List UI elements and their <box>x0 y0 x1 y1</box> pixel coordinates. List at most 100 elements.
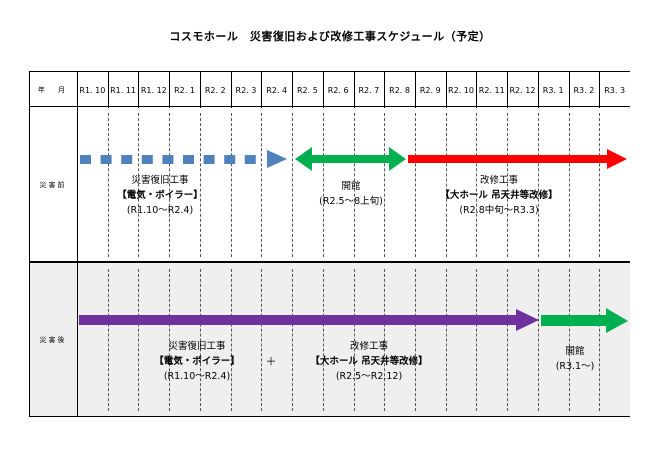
after-renovate-detail: 【大ホール 吊天井等改修】 <box>310 356 428 367</box>
month-divider <box>107 269 109 411</box>
month-divider <box>507 269 509 411</box>
month-divider <box>261 113 263 257</box>
month-header: R2. 2 <box>204 85 226 95</box>
month-divider <box>138 113 140 257</box>
after-row-label: 災害後 <box>39 336 67 344</box>
month-divider <box>384 113 386 257</box>
schedule-arrows <box>79 147 628 333</box>
month-divider <box>169 269 171 411</box>
month-divider <box>476 269 478 411</box>
restore-dash-segment <box>162 155 174 164</box>
restore-dash-segment <box>183 155 194 164</box>
month-header: R1. 11 <box>110 85 137 95</box>
restore-dash-segment <box>141 155 153 164</box>
month-divider <box>507 113 509 257</box>
month-divider <box>292 113 294 257</box>
month-header: R1. 12 <box>140 85 167 95</box>
month-header: R3. 2 <box>573 85 595 95</box>
month-divider <box>292 269 294 411</box>
header-column-line <box>138 72 140 108</box>
month-divider <box>445 113 447 257</box>
restore-dash-segment <box>100 155 112 164</box>
month-header: R2. 4 <box>266 85 288 95</box>
month-header: R1. 10 <box>79 85 106 95</box>
before-renovate-detail: 【大ホール 吊天井等改修】 <box>440 190 558 201</box>
label-column-border <box>77 71 78 417</box>
before-restore-label: 災害復旧工事 【電気・ボイラー】 (R1.10〜R2.4) <box>95 173 225 218</box>
after-restore-period: (R1.10〜R2.4) <box>163 371 231 382</box>
before-renovate-arrow <box>408 149 627 169</box>
month-header: R2. 1 <box>174 85 195 95</box>
before-row-label: 災害前 <box>39 181 67 189</box>
header-column-line <box>414 72 416 108</box>
before-restore-title: 災害復旧工事 <box>131 175 189 186</box>
month-divider <box>445 269 447 411</box>
after-restore-label: 災害復旧工事 【電気・ボイラー】 (R1.10〜R2.4) <box>137 339 257 384</box>
month-divider <box>199 113 201 257</box>
before-renovate-title: 改修工事 <box>479 175 518 186</box>
month-divider <box>230 113 232 257</box>
month-header: R2. 8 <box>389 85 410 95</box>
month-divider <box>138 269 140 411</box>
header-column-line <box>169 72 171 108</box>
after-open-arrow <box>541 308 628 333</box>
restore-dash-segment <box>203 155 215 164</box>
month-divider <box>599 113 601 257</box>
after-open-period: (R3.1〜) <box>555 361 595 372</box>
after-open-title: 開館 <box>565 346 585 357</box>
plus-sign: ＋ <box>265 355 277 368</box>
restore-dash-segment <box>121 155 133 164</box>
after-renovate-title: 改修工事 <box>349 341 388 352</box>
header-column-line <box>353 72 355 108</box>
month-header: R2. 6 <box>327 85 349 95</box>
month-divider <box>353 269 355 411</box>
restore-dash-segment <box>244 155 256 164</box>
header-column-line <box>322 72 324 108</box>
header-column-line <box>537 72 539 108</box>
header-column-line <box>507 72 509 108</box>
before-open-label: 開館 (R2.5〜8上旬) <box>291 179 411 209</box>
month-divider <box>414 269 416 411</box>
month-divider <box>169 113 171 257</box>
month-divider <box>537 113 539 257</box>
before-restore-dashed-arrow <box>80 150 287 168</box>
month-divider <box>261 269 263 411</box>
table-left-border <box>29 71 30 417</box>
after-renovate-period: (R2.5〜R2.12) <box>335 371 403 382</box>
before-open-title: 開館 <box>341 181 361 192</box>
month-divider <box>414 113 416 257</box>
year-month-label: 年 月 <box>38 86 68 94</box>
month-header: R2. 11 <box>478 85 505 95</box>
header-column-line <box>292 72 294 108</box>
month-divider <box>537 269 539 411</box>
after-open-label: 開館 (R3.1〜) <box>535 344 615 374</box>
restore-arrowhead <box>267 150 287 168</box>
month-divider <box>599 269 601 411</box>
after-renovate-label: 改修工事 【大ホール 吊天井等改修】 (R2.5〜R2.12) <box>289 339 449 384</box>
header-column-line <box>230 72 232 108</box>
header-column-line <box>384 72 386 108</box>
month-divider <box>568 269 570 411</box>
month-divider <box>568 113 570 257</box>
after-restore-title: 災害復旧工事 <box>168 341 226 352</box>
restore-dash-segment <box>224 155 236 164</box>
month-divider <box>230 269 232 411</box>
header-column-line <box>476 72 478 108</box>
header-column-line <box>199 72 201 108</box>
header-column-line <box>599 72 601 108</box>
after-disaster-section <box>29 263 630 417</box>
before-restore-period: (R1.10〜R2.4) <box>126 205 194 216</box>
before-open-period: (R2.5〜8上旬) <box>319 196 383 207</box>
month-header: R2. 7 <box>358 85 380 95</box>
month-header: R2. 5 <box>296 85 318 95</box>
header-column-line <box>107 72 109 108</box>
month-divider <box>476 113 478 257</box>
before-disaster-section <box>29 107 630 263</box>
month-header: R2. 12 <box>509 85 536 95</box>
month-divider <box>107 113 109 257</box>
header-column-line <box>261 72 263 108</box>
month-header: R2. 9 <box>419 85 441 95</box>
restore-dash-segment <box>80 155 91 164</box>
